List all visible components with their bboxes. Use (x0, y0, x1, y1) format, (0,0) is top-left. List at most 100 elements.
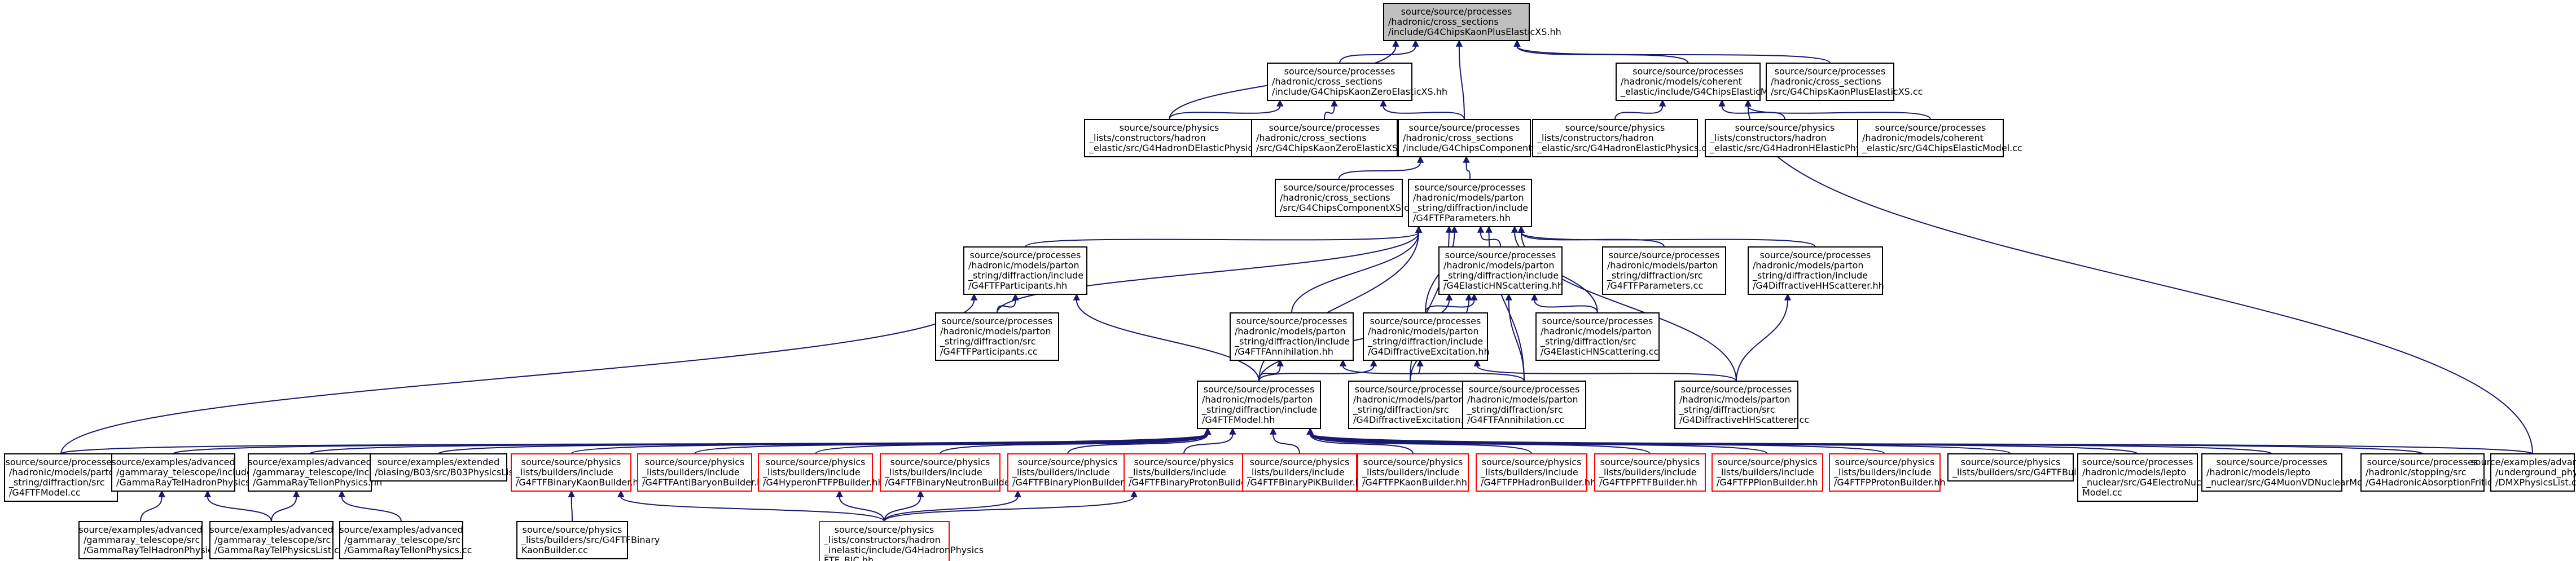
node-dexc-hh[interactable]: source/source/processes/hadronic/models/… (1363, 312, 1490, 361)
node-gtion-cc[interactable]: source/examples/advanced/gammaray_telesc… (339, 521, 472, 559)
node-label-line: /hadronic/models/parton (1679, 394, 1791, 405)
edge-he-cc-to-cem-hh (1614, 99, 1666, 120)
node-gtehp-cc[interactable]: source/examples/advanced/gammaray_telesc… (78, 521, 230, 559)
node-label-line: source/examples/advanced (78, 524, 202, 535)
edge-ftfp-bic-hh-to-bprot-hh (884, 490, 1138, 522)
node-label-line: _lists/constructors/hadron (823, 535, 941, 546)
node-he-cc[interactable]: source/source/physics_lists/constructors… (1532, 119, 1712, 157)
node-hde-cc[interactable]: source/source/physics_lists/constructors… (1084, 119, 1270, 157)
node-fprot-hh[interactable]: source/source/physics_lists/builders/inc… (1829, 453, 1946, 492)
node-box (1766, 63, 1894, 101)
node-label-line: _lists/constructors/hadron (1709, 132, 1827, 144)
edge-ftfmodel-cc-to-ftfpart-hh (60, 293, 978, 454)
node-comp-hh[interactable]: source/source/processes/hadronic/cross_s… (1398, 119, 1558, 157)
node-box (1674, 381, 1798, 429)
node-label-line: /hadronic/models/parton (968, 260, 1079, 271)
node-ftfpart-hh[interactable]: source/source/processes/hadronic/models/… (963, 246, 1087, 295)
node-label-line: /hadronic/models/parton (1353, 394, 1464, 405)
node-box (248, 453, 372, 492)
edge-ftfp-bic-hh-to-bpion-hh (884, 490, 1021, 522)
node-kz-cc[interactable]: source/source/processes/hadronic/cross_s… (1251, 119, 1411, 157)
node-label-line: _lists/builders/include (1247, 467, 1345, 478)
node-label-line: /src/G4ChipsComponentXS.cc (1280, 202, 1414, 213)
node-dhns-cc[interactable]: source/source/processes/hadronic/models/… (1674, 381, 1809, 429)
node-label-line: /G4FTFParticipants.cc (940, 346, 1038, 357)
node-label-line: /hadronic/models/parton (9, 467, 120, 478)
node-comp-cc[interactable]: source/source/processes/hadronic/cross_s… (1275, 179, 1414, 217)
node-dhns-hh[interactable]: source/source/processes/hadronic/models/… (1748, 246, 1884, 295)
node-label-line: source/source/processes (1609, 250, 1720, 260)
node-label-line: /hadronic/models/parton (1607, 260, 1718, 271)
node-ftfp-bic-hh[interactable]: source/source/physics_lists/constructors… (819, 521, 984, 561)
node-cem-cc[interactable]: source/source/processes/hadronic/models/… (1857, 119, 2022, 157)
node-label-line: _lists/builders/include (1362, 467, 1460, 478)
node-label-line: /G4FTFBinaryNeutronBuilder.hh (885, 477, 1027, 488)
node-box (758, 453, 873, 492)
node-box (111, 453, 235, 492)
node-box (1251, 119, 1398, 157)
node-box (1829, 453, 1941, 492)
node-gtphl-cc[interactable]: source/examples/advanced/gammaray_telesc… (209, 521, 344, 559)
node-dexc-cc[interactable]: source/source/processes/hadronic/models/… (1348, 381, 1473, 429)
node-label-line: source/source/processes (2367, 457, 2478, 467)
edge-ehns-hh-to-ftfparam-hh (1477, 226, 1501, 248)
node-fbka-cc[interactable]: source/source/physics_lists/builders/src… (516, 521, 660, 559)
node-label-line: source/source/physics (523, 524, 622, 535)
node-muon-cc[interactable]: source/source/processes/hadronic/models/… (2201, 453, 2389, 492)
node-label-line: source/source/physics (1134, 457, 1234, 467)
node-label-line: source/examples/advanced (339, 524, 463, 535)
node-fhad-hh[interactable]: source/source/physics_lists/builders/inc… (1476, 453, 1596, 492)
node-bdsi-cc[interactable]: source/examples/extended/biasing/B03/src… (370, 453, 530, 482)
node-label-line: /GammaRayTelHadronPhysics.hh (116, 477, 265, 488)
node-ehns-hh[interactable]: source/source/processes/hadronic/models/… (1438, 246, 1563, 295)
node-root[interactable]: source/source/processes/hadronic/cross_s… (1383, 3, 1561, 41)
node-box (1462, 381, 1586, 429)
node-bneu-hh[interactable]: source/source/physics_lists/builders/inc… (880, 453, 1027, 492)
node-label-line: /gammaray_telescope/include (253, 467, 389, 478)
node-hyp-hh[interactable]: source/source/physics_lists/builders/inc… (758, 453, 884, 492)
node-cem-hh[interactable]: source/source/processes/hadronic/models/… (1616, 63, 1802, 101)
node-label-line: _lists/builders/include (1599, 467, 1697, 478)
node-label-line: /src/G4ChipsKaonZeroElasticXS.cc (1256, 143, 1411, 153)
node-label-line: source/examples/advanced (248, 457, 371, 467)
node-bpion-hh[interactable]: source/source/physics_lists/builders/inc… (1007, 453, 1137, 492)
node-ftfann-hh[interactable]: source/source/processes/hadronic/models/… (1230, 312, 1354, 361)
node-absorb-cc[interactable]: source/source/processes/hadronic/stoppin… (2360, 453, 2508, 492)
node-label-line: source/source/physics (1565, 122, 1665, 133)
node-label-line: source/source/processes (1775, 66, 1886, 77)
node-ftfb-cc[interactable]: source/source/physics_lists/builders/src… (1947, 453, 2106, 482)
node-label-line: /gammaray_telescope/src (214, 535, 331, 546)
node-ftfpart-cc[interactable]: source/source/processes/hadronic/models/… (935, 312, 1059, 361)
node-hhe-cc[interactable]: source/source/physics_lists/constructors… (1705, 119, 1891, 157)
node-ehns-cc[interactable]: source/source/processes/hadronic/models/… (1535, 312, 1660, 361)
node-gtephy-hh[interactable]: source/examples/advanced/gammaray_telesc… (248, 453, 389, 492)
edge-gtion-cc-to-gtephy-hh (338, 490, 402, 522)
node-label-line: /G4FTFParameters.cc (1607, 280, 1703, 291)
node-kp-cc[interactable]: source/source/processes/hadronic/cross_s… (1766, 63, 1923, 101)
node-fpk-hh[interactable]: source/source/physics_lists/builders/inc… (1357, 453, 1469, 492)
node-box (511, 453, 631, 492)
edge-ftfann-cc-to-ehns-hh (1505, 293, 1525, 382)
node-label-line: /G4FTFPKaonBuilder.hh (1362, 477, 1467, 488)
node-dmx-cc[interactable]: source/examples/advanced/underground_phy… (2470, 453, 2576, 492)
node-lepto-cc[interactable]: source/source/processes/hadronic/models/… (2077, 453, 2219, 502)
node-gtehp-hh[interactable]: source/examples/advanced/gammaray_telesc… (111, 453, 265, 492)
node-fpion-hh[interactable]: source/source/physics_lists/builders/inc… (1712, 453, 1823, 492)
node-fan-hh[interactable]: source/source/physics_lists/builders/inc… (637, 453, 768, 492)
node-fpb-hh[interactable]: source/source/physics_lists/builders/inc… (1594, 453, 1706, 492)
node-fbka-hh[interactable]: source/source/physics_lists/builders/inc… (511, 453, 644, 492)
node-label-line: source/source/processes (1370, 316, 1481, 326)
node-ftfann-cc[interactable]: source/source/processes/hadronic/models/… (1462, 381, 1586, 429)
node-ftfmodel-hh[interactable]: source/source/processes/hadronic/models/… (1197, 381, 1321, 429)
node-label-line: /G4FTFParticipants.hh (968, 280, 1067, 291)
node-ftfparam-hh[interactable]: source/source/processes/hadronic/models/… (1408, 179, 1532, 227)
node-box (1084, 119, 1254, 157)
node-kz-hh[interactable]: source/source/processes/hadronic/cross_s… (1267, 63, 1447, 101)
node-bprot-hh[interactable]: source/source/physics_lists/builders/inc… (1124, 453, 1263, 492)
node-box (78, 521, 203, 559)
node-label-line: _elastic/src/G4HadronElasticPhysics.cc (1537, 143, 1712, 154)
node-bpi-hh[interactable]: source/source/physics_lists/builders/inc… (1242, 453, 1367, 492)
node-ftfparam-cc[interactable]: source/source/processes/hadronic/models/… (1602, 246, 1726, 295)
node-label-line: /G4FTFPFTFBuilder.hh (1599, 477, 1697, 488)
node-ftfmodel-cc[interactable]: source/source/processes/hadronic/models/… (4, 453, 120, 502)
